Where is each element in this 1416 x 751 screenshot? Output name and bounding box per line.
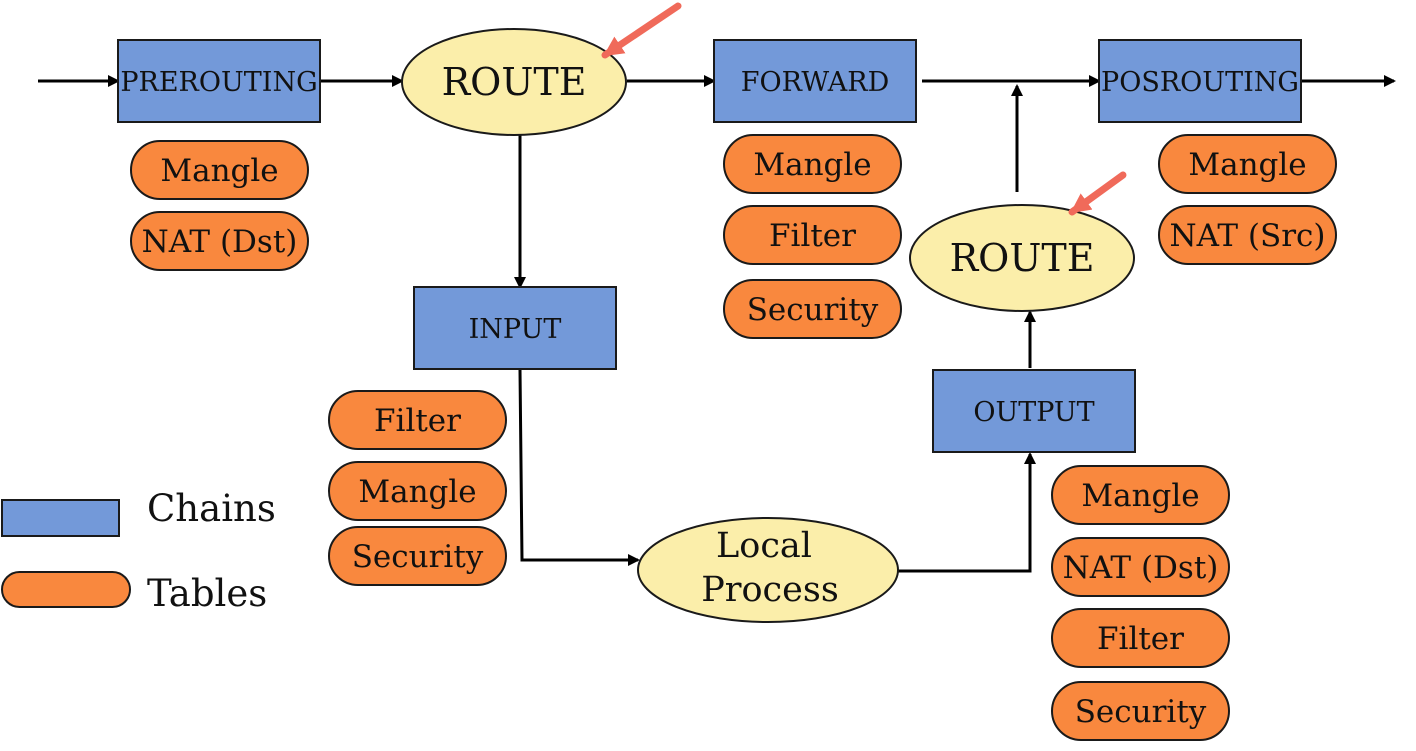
pointer-arrows xyxy=(601,2,1127,216)
legend-tables-label: Tables xyxy=(147,572,267,615)
table-label: Mangle xyxy=(1188,147,1306,183)
table-label: NAT (Src) xyxy=(1170,218,1326,254)
legend-chains-label: Chains xyxy=(147,487,276,530)
legend: Chains Tables xyxy=(1,487,276,615)
table-label: Filter xyxy=(769,218,856,254)
table-pill xyxy=(130,140,309,200)
connectors xyxy=(38,75,1396,573)
tables-input: Filter Mangle Security xyxy=(328,390,507,586)
local-process-label-line2: Process xyxy=(701,570,839,610)
chain-postrouting-label: POSROUTING xyxy=(1101,67,1299,98)
route-top: ROUTE xyxy=(401,28,627,136)
chain-prerouting-box xyxy=(117,39,321,123)
route-right-ellipse xyxy=(909,204,1135,312)
table-label: Filter xyxy=(374,403,461,439)
chain-input-label: INPUT xyxy=(469,314,562,345)
tables-postrouting: Mangle NAT (Src) xyxy=(1158,134,1337,265)
table-pill xyxy=(1051,465,1230,525)
table-pill xyxy=(1051,681,1230,741)
local-process-ellipse xyxy=(637,517,899,623)
local-process: Local Process xyxy=(637,517,899,623)
table-label: Mangle xyxy=(160,153,278,189)
chain-forward: FORWARD xyxy=(713,39,917,123)
local-process-label-line1: Local xyxy=(716,526,812,566)
table-pill xyxy=(328,526,507,586)
table-label: Mangle xyxy=(1081,478,1199,514)
route-top-label: ROUTE xyxy=(442,60,587,104)
table-pill xyxy=(1158,205,1337,265)
table-label: NAT (Dst) xyxy=(1063,550,1219,586)
chain-input-box xyxy=(413,286,617,370)
arrow-local-process-output xyxy=(898,452,1036,573)
table-label: Security xyxy=(747,292,879,328)
chain-prerouting-label: PREROUTING xyxy=(120,67,317,98)
tables-forward: Mangle Filter Security xyxy=(723,134,902,339)
pointer-arrow-route-right xyxy=(1068,171,1127,216)
table-pill xyxy=(1051,537,1230,597)
pointer-arrow-route-top xyxy=(601,2,682,59)
route-top-ellipse xyxy=(401,28,627,136)
table-pill xyxy=(130,211,309,271)
chain-forward-label: FORWARD xyxy=(741,67,890,98)
chain-input: INPUT xyxy=(413,286,617,370)
legend-table-swatch xyxy=(1,571,131,608)
table-pill xyxy=(723,205,902,265)
table-label: Filter xyxy=(1097,621,1184,657)
tables-prerouting: Mangle NAT (Dst) xyxy=(130,140,309,271)
table-label: Security xyxy=(1075,694,1207,730)
chain-prerouting: PREROUTING xyxy=(117,39,321,123)
route-right-label: ROUTE xyxy=(950,236,1095,280)
table-label: Mangle xyxy=(358,474,476,510)
table-pill xyxy=(723,279,902,339)
chain-output-label: OUTPUT xyxy=(973,397,1094,428)
tables-output: Mangle NAT (Dst) Filter Security xyxy=(1051,465,1230,741)
route-right: ROUTE xyxy=(909,204,1135,312)
table-pill xyxy=(328,461,507,521)
arrow-input-local-process xyxy=(518,369,640,566)
table-pill xyxy=(1051,608,1230,668)
table-label: NAT (Dst) xyxy=(142,224,298,260)
table-pill xyxy=(328,390,507,450)
chain-postrouting-box xyxy=(1098,39,1302,123)
legend-chain-swatch xyxy=(1,499,120,537)
chain-forward-box xyxy=(713,39,917,123)
chain-output: OUTPUT xyxy=(932,369,1136,453)
table-label: Mangle xyxy=(753,147,871,183)
table-label: Security xyxy=(352,539,484,575)
chain-postrouting: POSROUTING xyxy=(1098,39,1302,123)
table-pill xyxy=(1158,134,1337,194)
chain-output-box xyxy=(932,369,1136,453)
table-pill xyxy=(723,134,902,194)
